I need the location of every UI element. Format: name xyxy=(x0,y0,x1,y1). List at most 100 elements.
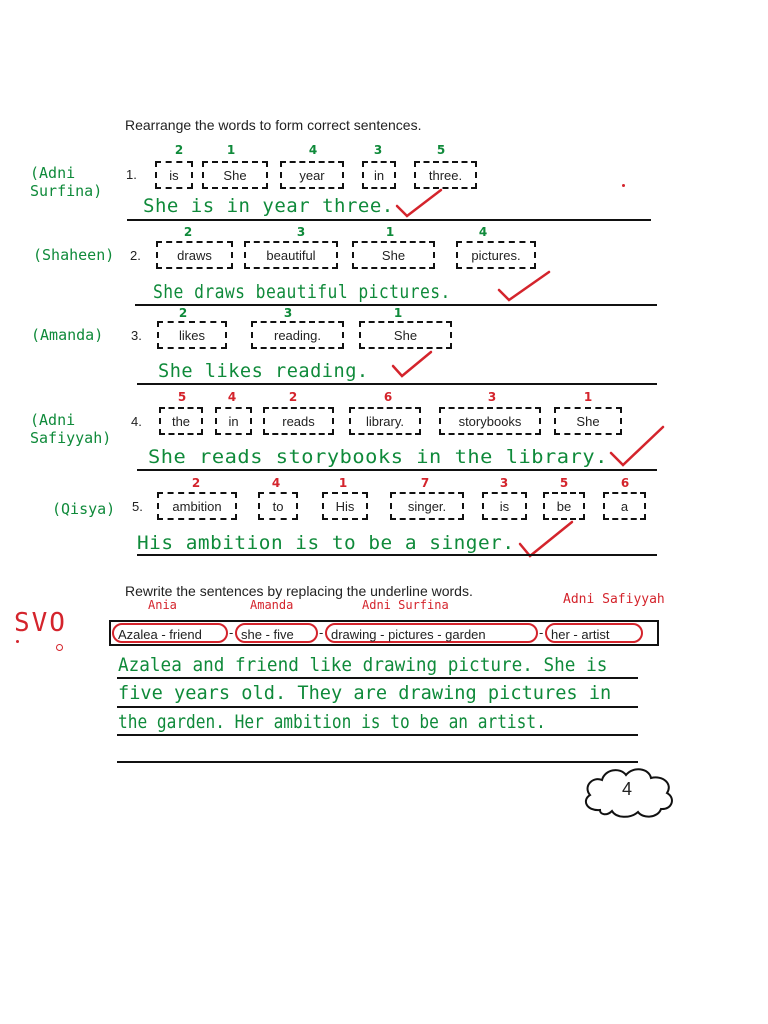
order-number: 4 xyxy=(227,390,237,404)
check-mark-icon xyxy=(391,350,433,378)
word-box: three. xyxy=(414,161,477,189)
answer-line xyxy=(135,304,657,306)
group-separator: - xyxy=(229,625,234,640)
order-number: 2 xyxy=(178,306,188,320)
ink-dot xyxy=(16,640,19,643)
order-number: 1 xyxy=(393,306,403,320)
question-number: 2. xyxy=(130,248,141,263)
group-student-name: Adni Safiyyah xyxy=(563,592,665,607)
answer-line xyxy=(117,706,638,708)
order-number: 7 xyxy=(420,476,430,490)
answer-text: She is in year three. xyxy=(143,195,394,217)
check-mark-icon xyxy=(609,425,665,467)
ink-dot xyxy=(56,644,63,651)
word-box: She xyxy=(202,161,268,189)
rewrite-line-2: five years old. They are drawing picture… xyxy=(118,682,612,704)
group-student-name: Ania xyxy=(148,598,177,612)
word-box: pictures. xyxy=(456,241,536,269)
answer-line xyxy=(137,554,657,556)
cloud-icon xyxy=(584,768,673,818)
order-number: 3 xyxy=(296,225,306,239)
order-number: 3 xyxy=(373,143,383,157)
order-number: 4 xyxy=(271,476,281,490)
check-mark-icon xyxy=(518,520,574,558)
word-box: reads xyxy=(263,407,334,435)
word-box: in xyxy=(362,161,396,189)
word-box: draws xyxy=(156,241,233,269)
answer-line xyxy=(117,734,638,736)
student-name: (Amanda) xyxy=(31,326,104,344)
question-number: 1. xyxy=(126,167,137,182)
question-number: 5. xyxy=(132,499,143,514)
order-number: 3 xyxy=(487,390,497,404)
word-box: year xyxy=(280,161,344,189)
word-box: She xyxy=(352,241,435,269)
word-box: the xyxy=(159,407,203,435)
answer-line xyxy=(137,383,657,385)
order-number: 5 xyxy=(559,476,569,490)
word-box: library. xyxy=(349,407,421,435)
word-group-3: drawing - pictures - garden xyxy=(325,623,538,643)
check-mark-icon xyxy=(395,188,443,218)
student-name: (Adni Safiyyah) xyxy=(30,411,112,447)
answer-text: She likes reading. xyxy=(158,360,369,382)
answer-line xyxy=(127,219,651,221)
word-box: reading. xyxy=(251,321,344,349)
group-separator: - xyxy=(319,625,324,640)
answer-text: His ambition is to be a singer. xyxy=(137,532,515,554)
word-box: likes xyxy=(157,321,227,349)
order-number: 1 xyxy=(583,390,593,404)
student-name: (Shaheen) xyxy=(33,246,115,264)
substitution-box xyxy=(109,620,659,646)
student-name: (Adni Surfina) xyxy=(30,164,103,200)
check-mark-icon xyxy=(497,270,551,302)
word-box: She xyxy=(359,321,452,349)
order-number: 6 xyxy=(383,390,393,404)
word-box: be xyxy=(543,492,585,520)
question-number: 3. xyxy=(131,328,142,343)
word-box: She xyxy=(554,407,622,435)
rewrite-line-3: the garden. Her ambition is to be an art… xyxy=(118,711,546,733)
order-number: 2 xyxy=(174,143,184,157)
group-student-name: Adni Surfina xyxy=(362,598,449,612)
order-number: 2 xyxy=(288,390,298,404)
word-box: is xyxy=(155,161,193,189)
word-group-4: her - artist xyxy=(545,623,643,643)
word-box: His xyxy=(322,492,368,520)
order-number: 5 xyxy=(436,143,446,157)
word-box: is xyxy=(482,492,527,520)
answer-text: She reads storybooks in the library. xyxy=(148,446,608,468)
answer-line xyxy=(137,469,657,471)
order-number: 4 xyxy=(478,225,488,239)
word-box: ambition xyxy=(157,492,237,520)
group-separator: - xyxy=(539,625,544,640)
section2-instruction: Rewrite the sentences by replacing the u… xyxy=(125,583,473,599)
answer-line xyxy=(117,677,638,679)
order-number: 3 xyxy=(499,476,509,490)
order-number: 2 xyxy=(191,476,201,490)
word-box: to xyxy=(258,492,298,520)
order-number: 1 xyxy=(385,225,395,239)
order-number: 4 xyxy=(308,143,318,157)
student-name: (Qisya) xyxy=(52,500,116,518)
order-number: 2 xyxy=(183,225,193,239)
word-box: beautiful xyxy=(244,241,338,269)
order-number: 3 xyxy=(283,306,293,320)
group-student-name: Amanda xyxy=(250,598,294,612)
answer-line xyxy=(117,761,638,763)
word-group-2: she - five xyxy=(235,623,318,643)
margin-note: SVO xyxy=(14,608,67,638)
word-box: a xyxy=(603,492,646,520)
page-number: 4 xyxy=(622,779,633,799)
word-group-1: Azalea - friend xyxy=(112,623,228,643)
section1-instruction: Rearrange the words to form correct sent… xyxy=(125,117,422,133)
word-box: singer. xyxy=(390,492,464,520)
word-box: storybooks xyxy=(439,407,541,435)
order-number: 5 xyxy=(177,390,187,404)
question-number: 4. xyxy=(131,414,142,429)
rewrite-line-1: Azalea and friend like drawing picture. … xyxy=(118,654,608,676)
answer-text: She draws beautiful pictures. xyxy=(153,281,451,303)
order-number: 1 xyxy=(226,143,236,157)
order-number: 1 xyxy=(338,476,348,490)
order-number: 6 xyxy=(620,476,630,490)
